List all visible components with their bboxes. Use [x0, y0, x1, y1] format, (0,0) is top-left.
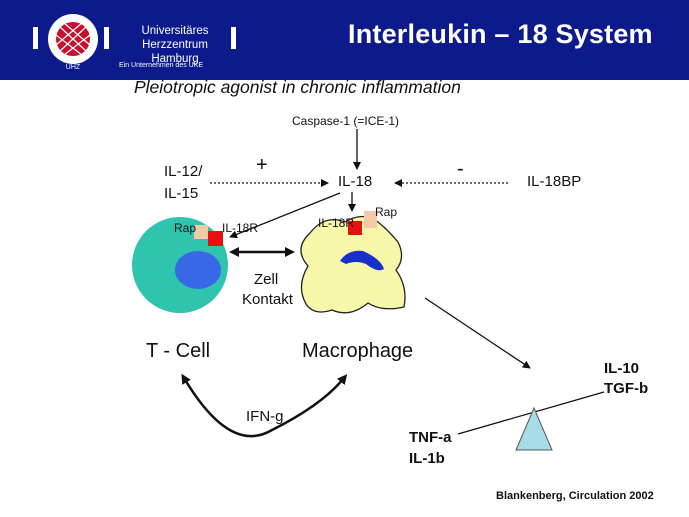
il1b-label: IL-1b [409, 450, 445, 467]
macrophage-receptor-label: IL-18R [318, 216, 355, 230]
tgf-label: TGF-b [604, 380, 649, 397]
il10-label: IL-10 [604, 360, 640, 377]
arrow-il18-to-tcell [229, 192, 341, 239]
il18bp-label: IL-18BP [527, 173, 582, 190]
il12-label-line1: IL-12/ [164, 163, 203, 180]
balance-beam [457, 391, 605, 435]
logo-name-line2: Hamburg [151, 53, 199, 65]
citation: Blankenberg, Circulation 2002 [496, 490, 654, 502]
plus-sign: + [256, 154, 268, 176]
tcell-rap-label: Rap [174, 221, 197, 235]
tcell-nucleus [175, 251, 221, 289]
cell-contact-label-line1: Zell [254, 271, 279, 288]
il12-label-line2: IL-15 [164, 185, 199, 202]
arrow-macrophage-to-balance [424, 297, 531, 369]
tcell-label: T - Cell [146, 340, 211, 362]
macrophage-nucleus [340, 250, 384, 271]
logo-seal-abbr: UHZ [66, 64, 81, 71]
macrophage-rap-label: Rap [375, 205, 398, 219]
balance-fulcrum [515, 406, 553, 451]
tcell-rap-square [194, 225, 208, 239]
cell-contact-label-line2: Kontakt [242, 291, 293, 308]
ifn-label: IFN-g [246, 408, 284, 425]
caspase-label: Caspase-1 (=ICE-1) [292, 114, 400, 128]
logo-bracket-left [33, 27, 38, 49]
tcell-receptor-label: IL-18R [222, 221, 259, 235]
macrophage-rap-square [364, 211, 377, 228]
slide-subtitle: Pleiotropic agonist in chronic inflammat… [134, 77, 461, 97]
logo-tagline: Ein Unternehmen des UKE [119, 62, 204, 69]
logo-bracket-right [231, 27, 236, 49]
ifn-curved-arrow [181, 373, 348, 438]
header-bar: UHZ Universitäres Herzzentrum Hamburg Ei… [0, 0, 689, 80]
logo-name: Universitäres Herzzentrum Hamburg [119, 24, 231, 66]
university-seal-logo: UHZ [48, 14, 98, 71]
macrophage-receptor-square [348, 221, 362, 235]
macrophage-label: Macrophage [302, 340, 414, 362]
logo-bracket-mid [104, 27, 109, 49]
logo-name-line1: Universitäres Herzzentrum [141, 25, 209, 51]
tcell-receptor-square [208, 231, 223, 246]
tnf-label: TNF-a [409, 429, 452, 446]
il18-label: IL-18 [338, 173, 373, 190]
minus-sign: - [457, 158, 464, 180]
slide-title: Interleukin – 18 System [348, 19, 653, 49]
